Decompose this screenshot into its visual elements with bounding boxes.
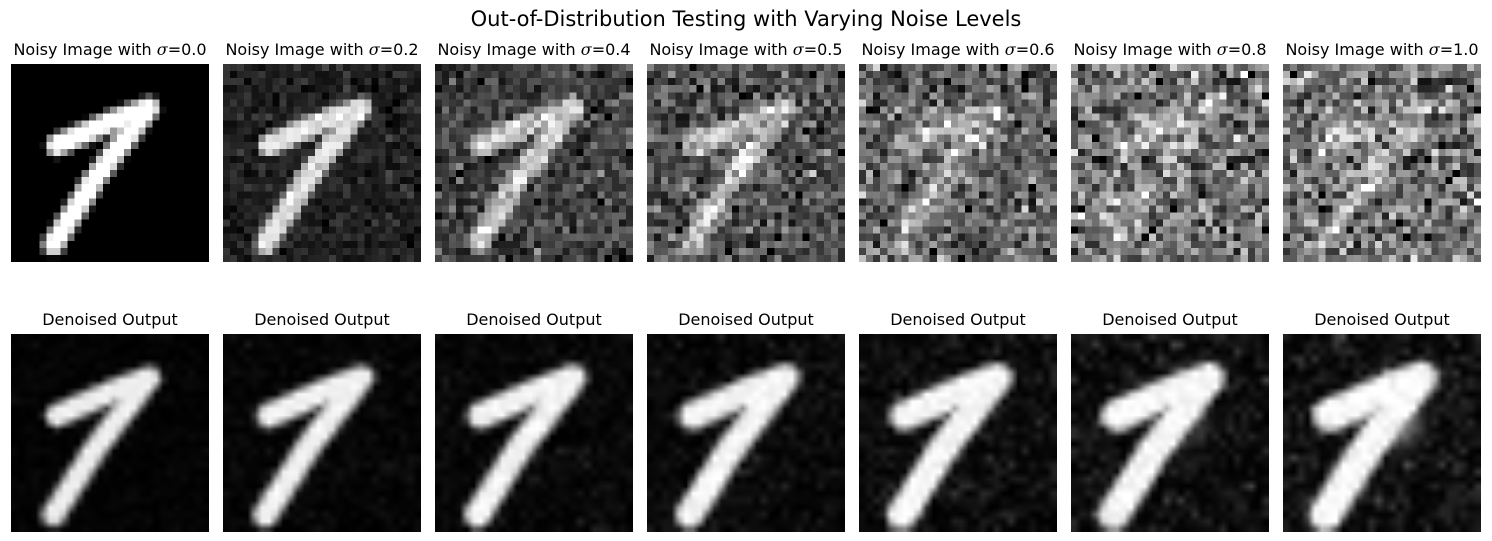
noisy-panel-title: Noisy Image with σ=0.2 [203,40,441,60]
noisy-image [859,64,1057,262]
noisy-image [1071,64,1269,262]
denoised-panel-title: Denoised Output [466,310,602,329]
denoised-image [11,334,209,532]
sigma-value: 0.5 [817,40,843,59]
denoised-panel-title: Denoised Output [678,310,814,329]
noisy-image [435,64,633,262]
denoised-image [1071,334,1269,532]
sigma-symbol: σ [580,40,592,59]
noisy-panel-title: Noisy Image with σ=0.6 [839,40,1077,60]
denoised-image [1283,334,1481,532]
noisy-image [11,64,209,262]
denoised-panel-title: Denoised Output [1314,310,1450,329]
denoised-image [435,334,633,532]
noisy-panel-title: Noisy Image with σ=1.0 [1263,40,1492,60]
figure-title: Out-of-Distribution Testing with Varying… [470,7,1022,31]
equals-sign: = [591,40,606,59]
denoised-panel-title: Denoised Output [890,310,1026,329]
noisy-panel-title: Noisy Image with σ=0.4 [415,40,653,60]
sigma-symbol: σ [1004,40,1016,59]
denoised-panel-title: Denoised Output [254,310,390,329]
sigma-value: 1.0 [1453,40,1479,59]
title-prefix: Noisy Image with [1073,40,1217,59]
equals-sign: = [803,40,818,59]
title-prefix: Noisy Image with [225,40,369,59]
equals-sign: = [167,40,182,59]
equals-sign: = [379,40,394,59]
denoised-image [859,334,1057,532]
denoised-image [223,334,421,532]
noisy-image [647,64,845,262]
noisy-image [1283,64,1481,262]
sigma-symbol: σ [156,40,168,59]
denoised-panel-title: Denoised Output [42,310,178,329]
title-prefix: Noisy Image with [13,40,157,59]
sigma-symbol: σ [368,40,380,59]
title-prefix: Noisy Image with [437,40,581,59]
sigma-value: 0.8 [1241,40,1267,59]
denoised-panel-title: Denoised Output [1102,310,1238,329]
equals-sign: = [1439,40,1454,59]
noisy-panel-title: Noisy Image with σ=0.0 [0,40,229,60]
title-prefix: Noisy Image with [1285,40,1429,59]
sigma-value: 0.4 [605,40,631,59]
sigma-symbol: σ [1216,40,1228,59]
sigma-symbol: σ [1428,40,1440,59]
sigma-value: 0.6 [1029,40,1055,59]
noisy-panel-title: Noisy Image with σ=0.8 [1051,40,1289,60]
equals-sign: = [1227,40,1242,59]
title-prefix: Noisy Image with [649,40,793,59]
noisy-panel-title: Noisy Image with σ=0.5 [627,40,865,60]
sigma-value: 0.0 [181,40,207,59]
sigma-symbol: σ [792,40,804,59]
noisy-image [223,64,421,262]
title-prefix: Noisy Image with [861,40,1005,59]
equals-sign: = [1015,40,1030,59]
denoised-image [647,334,845,532]
sigma-value: 0.2 [393,40,419,59]
